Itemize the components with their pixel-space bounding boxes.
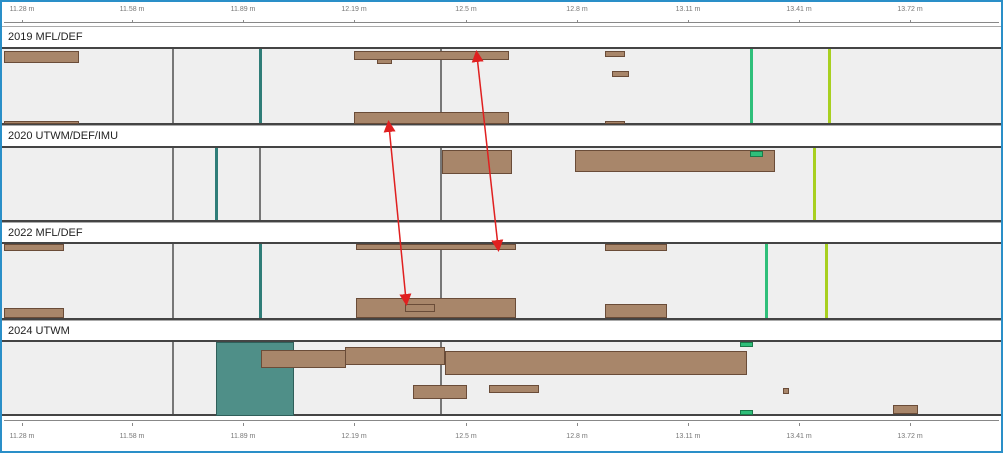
feature-box[interactable] — [356, 244, 516, 250]
lane-title-2022: 2022 MFL/DEF — [2, 222, 1001, 243]
feature-box[interactable] — [740, 410, 753, 415]
feature-box[interactable] — [4, 244, 64, 251]
axis-tick-label: 13.11 m — [675, 6, 701, 13]
axis-tick-label: 13.72 m — [897, 6, 923, 13]
axis-tick-mark — [799, 20, 800, 23]
reference-marker-line — [259, 244, 262, 318]
axis-tick-label: 11.89 m — [230, 433, 256, 440]
axis-tick-mark — [910, 20, 911, 23]
feature-box[interactable] — [893, 405, 918, 414]
feature-box[interactable] — [445, 351, 747, 375]
axis-tick-label: 11.28 m — [9, 6, 35, 13]
axis-tick-mark — [354, 20, 355, 23]
feature-box[interactable] — [354, 51, 509, 60]
axis-tick-mark — [688, 20, 689, 23]
axis-tick-label: 12.8 m — [566, 433, 588, 440]
feature-box[interactable] — [605, 51, 625, 57]
axis-tick-mark — [577, 423, 578, 426]
axis-tick-mark — [132, 423, 133, 426]
feature-box[interactable] — [356, 298, 516, 318]
feature-box[interactable] — [4, 121, 79, 124]
reference-marker-line — [259, 148, 261, 220]
axis-tick-label: 11.58 m — [119, 433, 145, 440]
axis-tick-mark — [688, 423, 689, 426]
axis-tick-mark — [910, 423, 911, 426]
axis-tick-mark — [243, 20, 244, 23]
lane-2020[interactable] — [2, 146, 1001, 222]
top-distance-axis: 11.28 m 11.58 m 11.89 m 12.19 m 12.5 m 12.8 m… — [2, 2, 1001, 24]
axis-tick-label: 13.72 m — [897, 433, 923, 440]
feature-box[interactable] — [377, 59, 392, 64]
feature-box[interactable] — [261, 350, 346, 368]
lane-2022[interactable] — [2, 242, 1001, 320]
feature-box[interactable] — [345, 347, 445, 365]
axis-tick-label: 13.41 m — [786, 433, 812, 440]
feature-box[interactable] — [740, 342, 753, 347]
feature-box[interactable] — [4, 51, 79, 63]
axis-tick-label: 11.58 m — [119, 6, 145, 13]
axis-tick-label: 11.89 m — [230, 6, 256, 13]
reference-marker-line — [825, 244, 828, 318]
lane-2019[interactable] — [2, 47, 1001, 125]
lane-title-2020: 2020 UTWM/DEF/IMU — [2, 125, 1001, 146]
feature-box[interactable] — [612, 71, 629, 77]
reference-marker-line — [813, 148, 816, 220]
reference-marker-line — [259, 49, 262, 123]
feature-box[interactable] — [605, 244, 667, 251]
axis-tick-label: 11.28 m — [9, 433, 35, 440]
axis-tick-label: 12.19 m — [341, 433, 367, 440]
axis-tick-mark — [466, 423, 467, 426]
reference-marker-line — [440, 148, 442, 220]
feature-box[interactable] — [405, 304, 435, 312]
reference-marker-line — [172, 244, 174, 318]
feature-box[interactable] — [605, 304, 667, 318]
axis-tick-label: 13.41 m — [786, 6, 812, 13]
reference-marker-line — [765, 244, 768, 318]
feature-box[interactable] — [354, 112, 509, 124]
reference-marker-line — [215, 148, 218, 220]
reference-marker-line — [172, 148, 174, 220]
axis-tick-mark — [466, 20, 467, 23]
axis-tick-mark — [243, 423, 244, 426]
reference-marker-line — [172, 49, 174, 123]
reference-marker-line — [828, 49, 831, 123]
axis-tick-mark — [22, 423, 23, 426]
axis-tick-label: 12.19 m — [341, 6, 367, 13]
reference-marker-line — [750, 49, 753, 123]
axis-tick-mark — [354, 423, 355, 426]
reference-marker-line — [440, 342, 442, 414]
feature-box[interactable] — [489, 385, 539, 393]
feature-box[interactable] — [750, 151, 763, 157]
feature-box[interactable] — [4, 308, 64, 318]
feature-box[interactable] — [605, 121, 625, 124]
axis-tick-mark — [799, 423, 800, 426]
feature-box[interactable] — [783, 388, 789, 394]
axis-tick-label: 12.5 m — [455, 6, 477, 13]
bottom-distance-axis: 11.28 m 11.58 m 11.89 m 12.19 m 12.5 m 12.8 m… — [2, 418, 1001, 451]
feature-box[interactable] — [442, 150, 512, 174]
axis-tick-label: 13.11 m — [675, 433, 701, 440]
lane-2024[interactable] — [2, 340, 1001, 416]
lane-title-2024: 2024 UTWM — [2, 320, 1001, 341]
reference-marker-line — [440, 244, 442, 318]
axis-tick-mark — [132, 20, 133, 23]
reference-marker-line — [440, 49, 442, 123]
lane-title-2019: 2019 MFL/DEF — [2, 26, 1001, 47]
axis-tick-label: 12.8 m — [566, 6, 588, 13]
feature-box[interactable] — [413, 385, 467, 399]
axis-tick-mark — [22, 20, 23, 23]
axis-tick-label: 12.5 m — [455, 433, 477, 440]
axis-tick-mark — [577, 20, 578, 23]
feature-box[interactable] — [575, 150, 775, 172]
reference-marker-line — [172, 342, 174, 414]
